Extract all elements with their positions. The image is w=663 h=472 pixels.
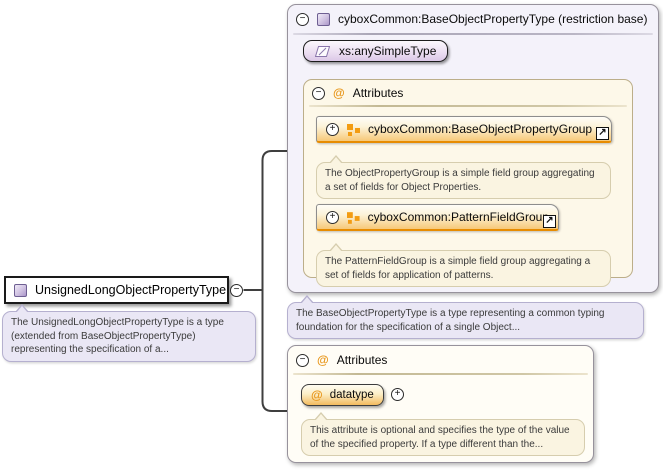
type-annotation-bubble: The UnsignedLongObjectPropertyType is a …: [2, 311, 256, 362]
separator: [309, 105, 627, 107]
attribute-group-chip-patternfieldgroup[interactable]: + cyboxCommon:PatternFieldGroup ↗: [316, 204, 559, 231]
attribute-group-tooltip: The PatternFieldGroup is a simple field …: [316, 250, 611, 287]
complex-type-icon: [317, 13, 330, 26]
attributes-header-label: Attributes: [353, 86, 404, 100]
simple-type-label: xs:anySimpleType: [339, 44, 436, 58]
external-link-icon[interactable]: ↗: [596, 127, 609, 140]
collapse-toggle-left-node[interactable]: −: [230, 284, 243, 297]
attribute-group-label: cyboxCommon:PatternFieldGroup: [368, 210, 549, 224]
inherited-attributes-section: − @ Attributes + cyboxCommon:BaseObjectP…: [303, 79, 633, 278]
attribute-group-icon: [347, 123, 360, 136]
attribute-tooltip: This attribute is optional and specifies…: [301, 419, 585, 456]
attribute-chip-datatype[interactable]: @ datatype: [301, 384, 384, 406]
type-node[interactable]: UnsignedLongObjectPropertyType: [4, 276, 229, 304]
attribute-label: datatype: [330, 389, 374, 401]
simple-type-chip[interactable]: xs:anySimpleType: [303, 40, 448, 62]
expand-toggle[interactable]: +: [326, 123, 339, 136]
collapse-toggle-local-attributes[interactable]: −: [296, 354, 309, 367]
attribute-icon: @: [333, 86, 345, 100]
base-type-panel: − cyboxCommon:BaseObjectPropertyType (re…: [287, 4, 659, 293]
type-node-label: UnsignedLongObjectPropertyType: [35, 283, 226, 297]
attribute-group-label: cyboxCommon:BaseObjectPropertyGroup: [368, 122, 592, 136]
simple-type-icon: [315, 46, 330, 57]
attribute-icon: @: [317, 353, 329, 367]
collapse-toggle-base-type[interactable]: −: [296, 13, 309, 26]
local-attributes-panel: − @ Attributes @ datatype + This attribu…: [287, 345, 594, 463]
expand-toggle[interactable]: +: [326, 211, 339, 224]
attribute-icon: @: [311, 388, 323, 402]
collapse-toggle-attributes[interactable]: −: [312, 87, 325, 100]
separator: [293, 373, 588, 375]
base-type-title: cyboxCommon:BaseObjectPropertyType (rest…: [338, 12, 647, 26]
base-type-annotation-bubble: The BaseObjectPropertyType is a type rep…: [287, 302, 644, 339]
separator: [293, 33, 653, 35]
external-link-icon[interactable]: ↗: [543, 215, 556, 228]
attribute-group-tooltip: The ObjectPropertyGroup is a simple fiel…: [316, 162, 611, 199]
base-type-header: − cyboxCommon:BaseObjectPropertyType (re…: [288, 5, 658, 26]
attributes-header: − @ Attributes: [288, 346, 593, 367]
complex-type-icon: [14, 284, 27, 297]
attributes-header: − @ Attributes: [304, 80, 632, 100]
expand-toggle-datatype[interactable]: +: [391, 388, 404, 401]
attribute-group-chip-baseobjectpropertygroup[interactable]: + cyboxCommon:BaseObjectPropertyGroup ↗: [316, 116, 612, 143]
attribute-group-icon: [347, 211, 360, 224]
attributes-header-label: Attributes: [337, 353, 388, 367]
